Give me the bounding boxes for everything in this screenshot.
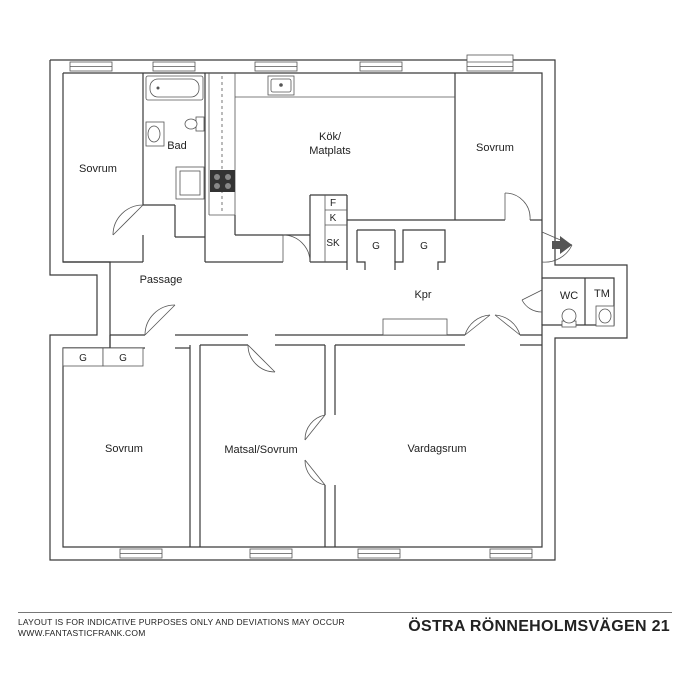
room-label-passage: Passage <box>140 274 183 286</box>
kitchen-sink-icon <box>267 75 295 96</box>
footer-divider <box>18 612 672 613</box>
room-label-wc: WC <box>560 290 578 302</box>
fridge-freezer-unit <box>324 195 347 262</box>
closets-sw-bedroom <box>62 347 144 367</box>
fixture-label-k: K <box>330 213 337 224</box>
website-link[interactable]: WWW.FANTASTICFRANK.COM <box>18 628 146 638</box>
entrance-arrow-icon <box>552 236 572 254</box>
washing-machine-icon <box>175 166 205 200</box>
room-label-matplats: Matplats <box>309 145 351 157</box>
bathtub-icon <box>145 75 204 101</box>
room-label-tm: TM <box>594 288 610 300</box>
disclaimer-text: LAYOUT IS FOR INDICATIVE PURPOSES ONLY A… <box>18 617 345 627</box>
bath-toilet-icon <box>184 116 205 132</box>
fixture-label-g-2: G <box>420 241 428 252</box>
doors <box>112 192 573 486</box>
room-label-kpr: Kpr <box>414 289 431 301</box>
wc-toilet-icon <box>561 308 577 328</box>
interior-walls <box>63 73 586 547</box>
fixture-label-g-3: G <box>79 353 87 364</box>
fixture-label-g-4: G <box>119 353 127 364</box>
room-label-matsal: Matsal/Sovrum <box>224 444 297 456</box>
footer-disclaimer: LAYOUT IS FOR INDICATIVE PURPOSES ONLY A… <box>18 617 345 639</box>
property-address: ÖSTRA RÖNNEHOLMSVÄGEN 21 <box>408 618 670 635</box>
bath-sink-icon <box>145 121 165 147</box>
wc-sink-icon <box>595 305 615 327</box>
room-label-sovrum-nw: Sovrum <box>79 163 117 175</box>
stove-icon <box>210 170 235 192</box>
kitchen-counter <box>208 73 455 216</box>
fixture-label-f: F <box>330 198 336 209</box>
room-label-sovrum-ne: Sovrum <box>476 142 514 154</box>
room-label-vardagsrum: Vardagsrum <box>407 443 466 455</box>
hallway-bench <box>382 318 448 336</box>
room-label-kok: Kök/ <box>319 131 342 143</box>
fixture-label-sk: SK <box>326 238 340 249</box>
windows-bottom <box>119 548 533 559</box>
floor-plan: Sovrum Bad Kök/ Matplats Sovrum Passage … <box>49 54 628 561</box>
fixture-label-g-1: G <box>372 241 380 252</box>
windows-top <box>69 54 514 72</box>
room-label-bad: Bad <box>167 140 187 152</box>
room-label-sovrum-sw: Sovrum <box>105 443 143 455</box>
